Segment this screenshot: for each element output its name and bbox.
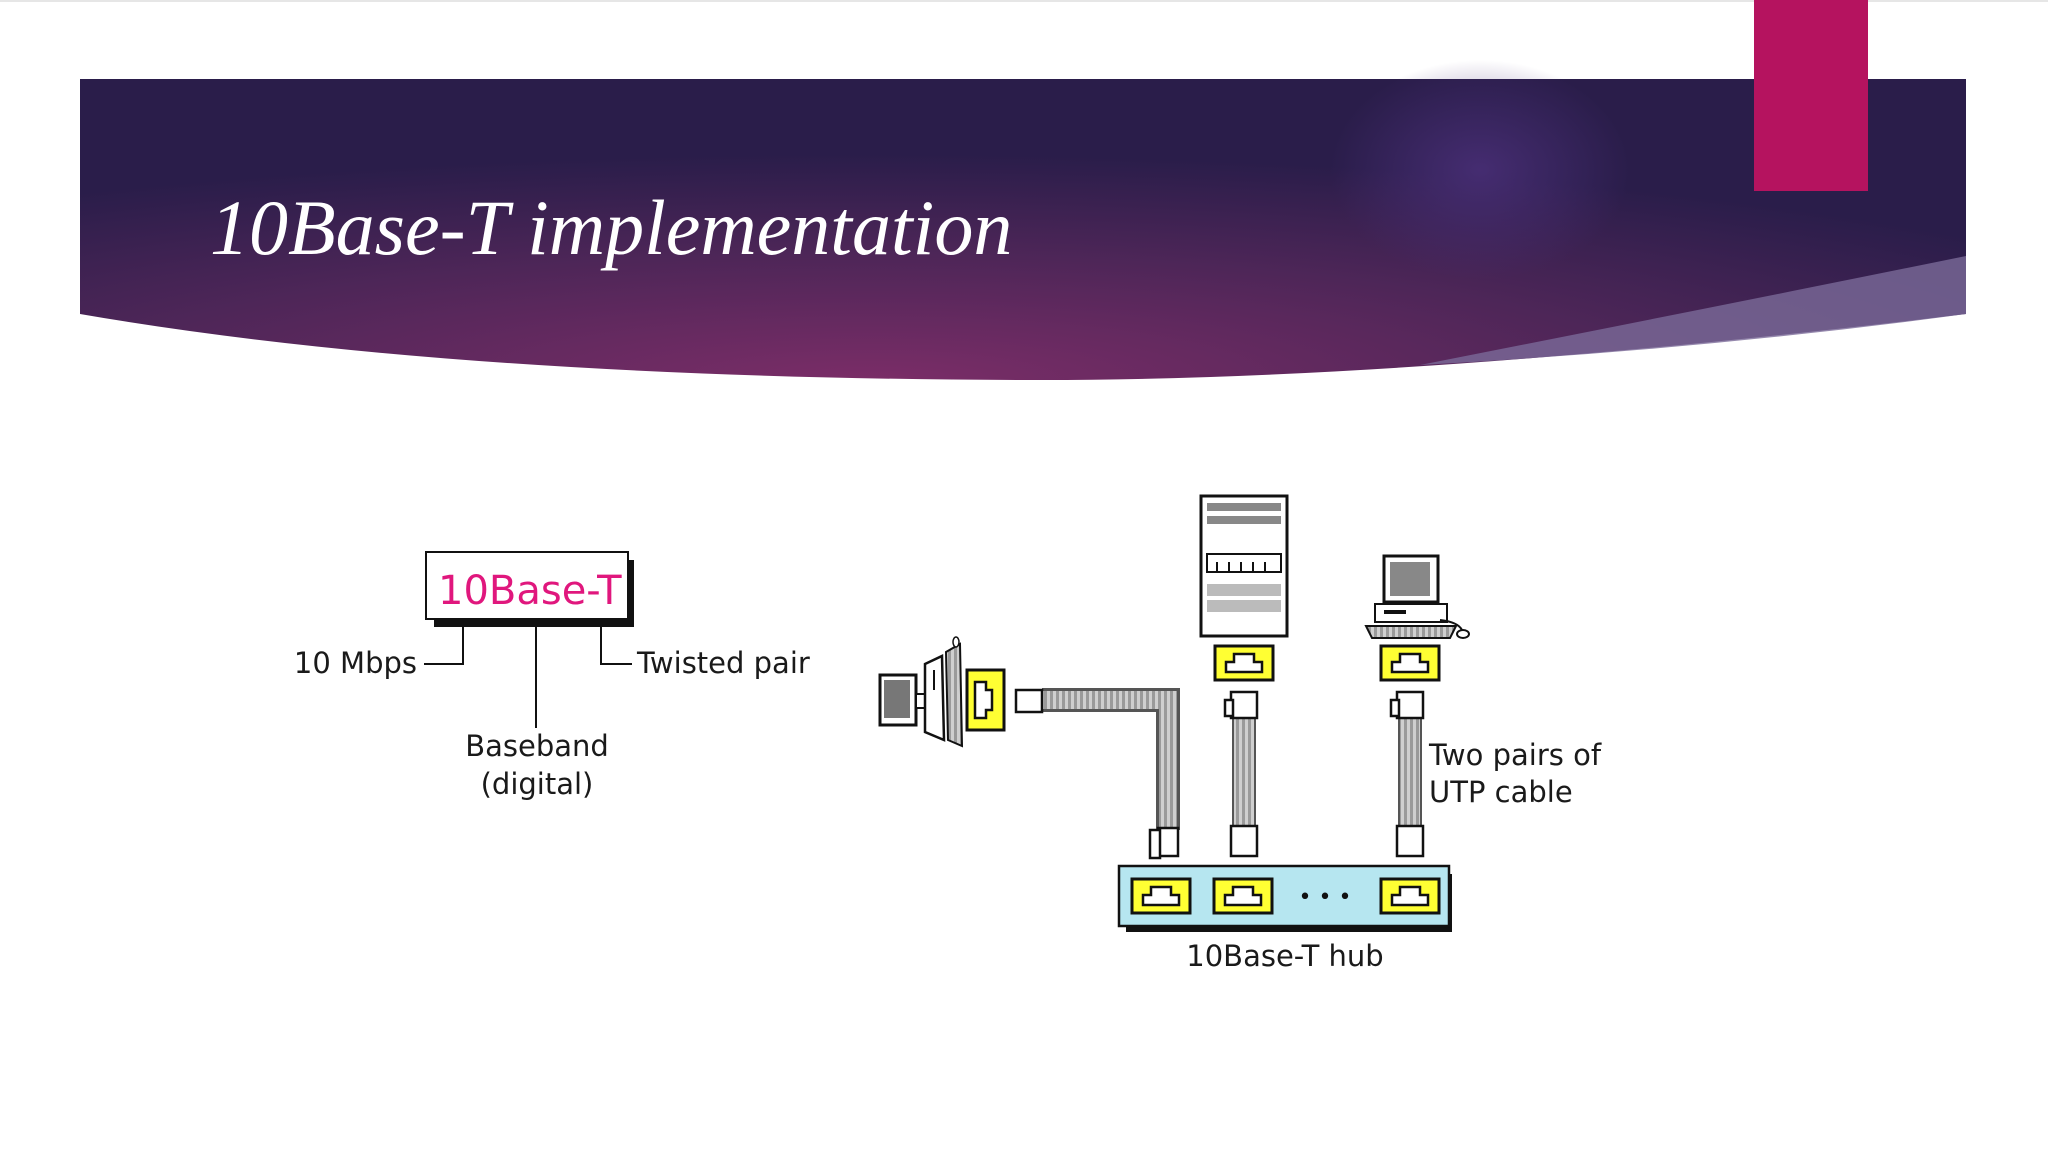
server-port-icon — [1213, 644, 1275, 682]
hub-ellipsis: • • • — [1299, 885, 1352, 910]
workstation-side-icon — [878, 636, 964, 748]
accent-tab — [1754, 0, 1868, 191]
server-tower-icon — [1199, 494, 1289, 638]
signal-label: Baseband — [465, 729, 609, 763]
hub-label: 10Base-T hub — [1186, 939, 1383, 973]
hub-port-3-icon — [1379, 877, 1441, 915]
workstation-port-icon — [965, 668, 1006, 732]
desktop-cable — [1389, 690, 1425, 858]
hub: • • • — [1117, 864, 1452, 932]
medium-label: Twisted pair — [636, 646, 810, 680]
medium-connector — [600, 619, 632, 665]
network-diagram: Two pairs of UTP cable • • • 10Base-T hu… — [878, 494, 1602, 973]
workstation-cable — [1014, 688, 1180, 860]
signal-detail-label: (digital) — [481, 767, 594, 801]
naming-title: 10Base-T — [438, 568, 622, 614]
cable-label-line1: Two pairs of — [1428, 738, 1602, 772]
naming-box — [425, 551, 629, 620]
server-cable — [1223, 690, 1259, 858]
rate-label: 10 Mbps — [294, 646, 417, 680]
naming-diagram: 10Base-T 10 Mbps Baseband (digital) Twis… — [294, 551, 810, 801]
desktop-computer-icon — [1364, 554, 1470, 639]
title-banner: 10Base-T implementation — [80, 60, 1966, 381]
top-border — [0, 0, 2048, 2]
desktop-port-icon — [1379, 644, 1441, 682]
hub-port-1-icon — [1130, 877, 1192, 915]
rate-connector — [424, 619, 464, 665]
cable-label-line2: UTP cable — [1429, 775, 1573, 809]
hub-port-2-icon — [1212, 877, 1274, 915]
slide-title: 10Base-T implementation — [210, 184, 1012, 271]
